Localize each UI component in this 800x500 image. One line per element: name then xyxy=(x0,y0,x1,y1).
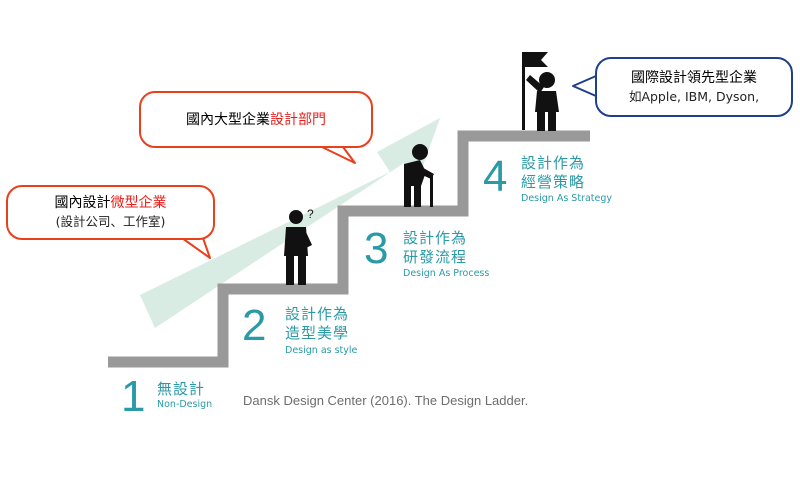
bubble-large-firms-prefix: 國內大型企業 xyxy=(186,112,270,128)
thinking-person-icon: ? xyxy=(284,207,314,285)
elderly-person-with-cane-icon xyxy=(404,144,434,207)
bubble-leaders-title: 國際設計領先型企業 xyxy=(631,70,757,86)
step-3-number: 3 xyxy=(364,224,389,273)
step-1-title: 無設計 xyxy=(157,380,206,398)
step-1-number: 1 xyxy=(121,372,146,421)
bubble-leaders-sub: 如Apple, IBM, Dyson, xyxy=(628,89,760,104)
staircase xyxy=(108,130,590,368)
step-3-english: Design As Process xyxy=(403,268,490,279)
step-3-title-line1: 設計作為 xyxy=(403,229,468,247)
bubble-small-firms-prefix: 國內設計 xyxy=(54,195,111,211)
citation: Dansk Design Center (2016). The Design L… xyxy=(243,393,529,408)
step-2-title-line1: 設計作為 xyxy=(285,305,350,323)
bubble-small-firms-sub: (設計公司、工作室) xyxy=(55,214,166,229)
step-2-english: Design as style xyxy=(285,345,358,356)
step-4-english: Design As Strategy xyxy=(521,193,612,204)
step-1-english: Non-Design xyxy=(157,399,213,410)
bubble-tail-large-firms xyxy=(321,146,356,164)
bubble-small-firms-title: 國內設計微型企業 xyxy=(8,194,213,213)
bubble-leaders: 國際設計領先型企業 如Apple, IBM, Dyson, xyxy=(595,57,793,117)
bubble-tail-small-firms xyxy=(181,237,211,259)
bubble-large-firms-highlight: 設計部門 xyxy=(270,112,326,128)
flag-bearer-icon xyxy=(522,52,559,131)
step-2-number: 2 xyxy=(242,301,267,350)
bubble-small-firms: 國內設計微型企業 (設計公司、工作室) xyxy=(6,185,215,240)
bubble-tail-leaders xyxy=(572,75,597,97)
step-4-title-line2: 經營策略 xyxy=(521,173,586,191)
growth-arrow xyxy=(140,118,440,328)
step-3-title-line2: 研發流程 xyxy=(403,248,468,266)
bubble-small-firms-highlight: 微型企業 xyxy=(110,195,167,211)
step-2-title-line2: 造型美學 xyxy=(285,324,350,342)
bubble-large-firms-title: 國內大型企業設計部門 xyxy=(141,111,371,130)
bubble-large-firms: 國內大型企業設計部門 xyxy=(139,91,373,148)
step-4-number: 4 xyxy=(483,152,508,201)
question-mark: ? xyxy=(307,207,314,221)
step-4-title-line1: 設計作為 xyxy=(521,154,586,172)
